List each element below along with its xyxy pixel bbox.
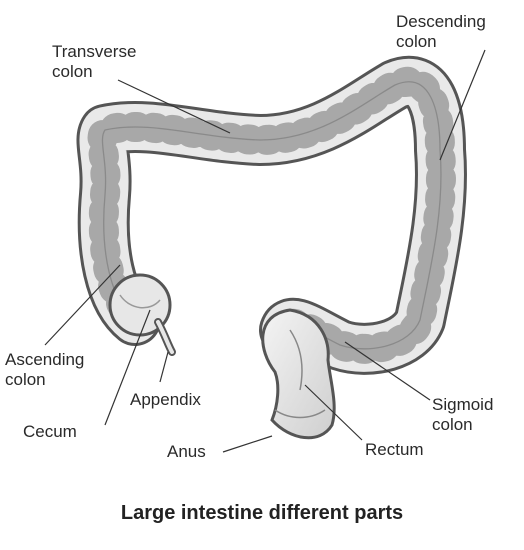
appendix-leader bbox=[159, 351, 169, 383]
sigmoid-leader bbox=[344, 341, 431, 401]
rectum-shape bbox=[261, 308, 336, 440]
descending-leader bbox=[439, 49, 486, 161]
transverse-leader bbox=[117, 79, 231, 134]
colon-shape bbox=[76, 55, 467, 375]
transverse-colon-label: Transverse colon bbox=[52, 42, 137, 81]
sigmoid-colon-label: Sigmoid colon bbox=[432, 395, 494, 434]
anus-label: Anus bbox=[167, 442, 206, 461]
anus-leader bbox=[222, 435, 273, 453]
colon-taenia bbox=[101, 81, 442, 350]
descending-colon-label: Descending colon bbox=[396, 12, 486, 51]
cecum-leader bbox=[104, 309, 151, 426]
figure-caption: Large intestine different parts bbox=[120, 502, 404, 524]
ascending-colon-label: Ascending colon bbox=[5, 350, 85, 389]
appendix-label: Appendix bbox=[130, 390, 201, 409]
rectum-leader bbox=[304, 384, 363, 441]
leader-lines bbox=[44, 49, 486, 453]
rectum-label: Rectum bbox=[365, 440, 424, 459]
ascending-leader bbox=[44, 264, 121, 346]
cecum-label: Cecum bbox=[23, 422, 77, 441]
